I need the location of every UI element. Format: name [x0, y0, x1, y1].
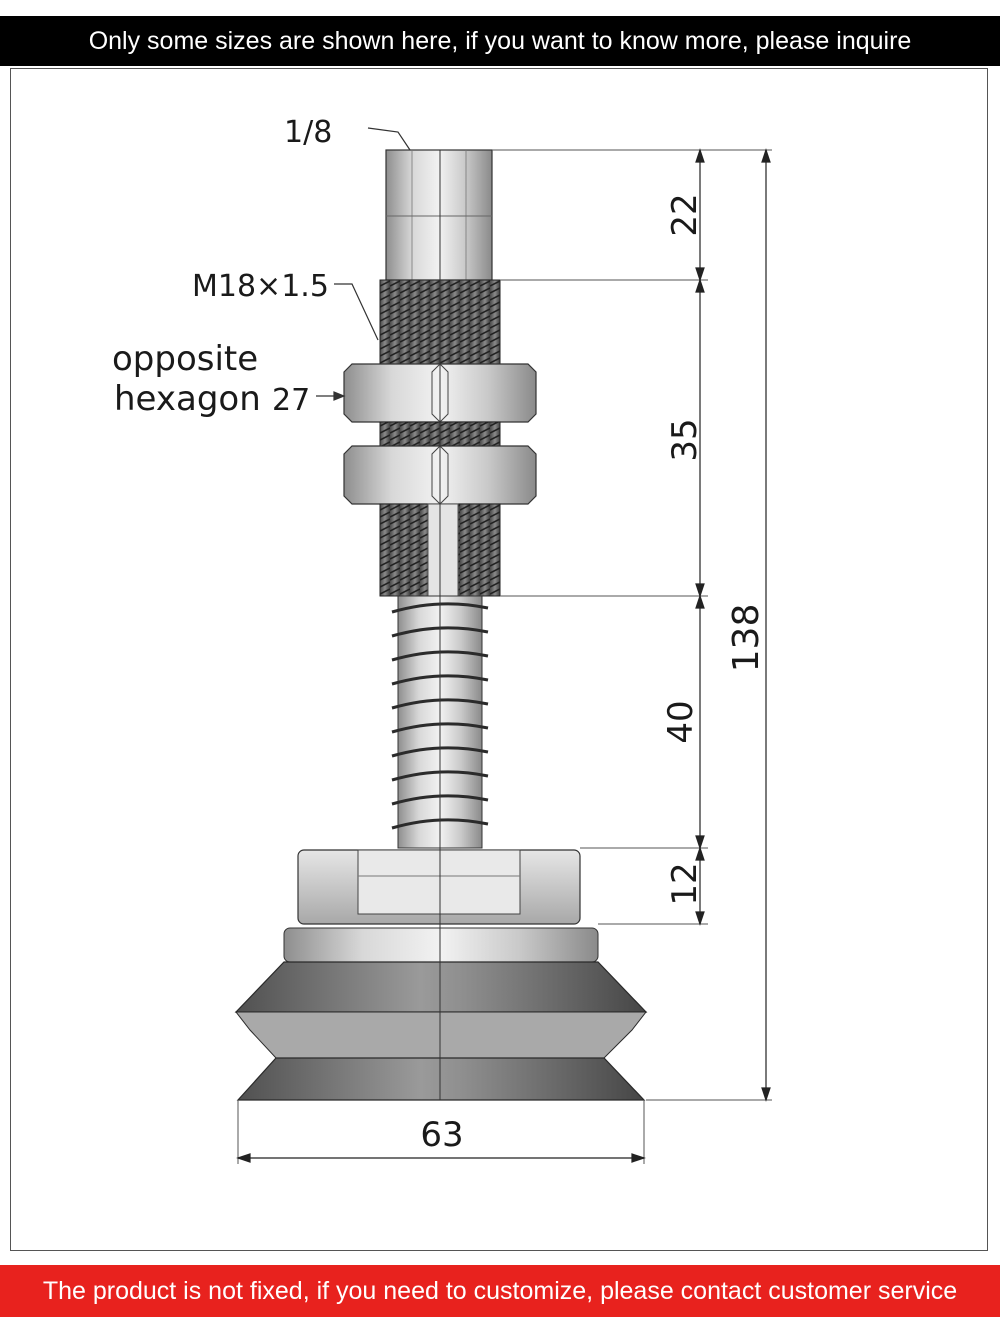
label-hexagon: hexagon	[114, 379, 261, 419]
dimension-63: 63	[420, 1115, 463, 1155]
dimension-12: 12	[665, 862, 705, 905]
suction-cup	[234, 927, 648, 1101]
suction-cup-holder	[297, 849, 581, 925]
dimension-40: 40	[661, 700, 701, 743]
dimension-35: 35	[665, 418, 705, 461]
bottom-banner: The product is not fixed, if you need to…	[0, 1265, 1000, 1317]
drawing-frame	[10, 68, 988, 1251]
extension-lines	[237, 149, 772, 1164]
label-opposite: opposite	[112, 339, 258, 379]
top-banner: Only some sizes are shown here, if you w…	[0, 16, 1000, 66]
leader-lines	[316, 127, 411, 401]
dimension-lines	[236, 148, 771, 1163]
label-thread-main: M18×1.5	[192, 269, 329, 304]
dimension-22: 22	[665, 193, 705, 236]
label-hexagon-size: 27	[272, 383, 310, 418]
top-fitting	[385, 149, 493, 281]
label-thread-top: 1/8	[284, 115, 332, 150]
dimension-138: 138	[726, 604, 767, 673]
